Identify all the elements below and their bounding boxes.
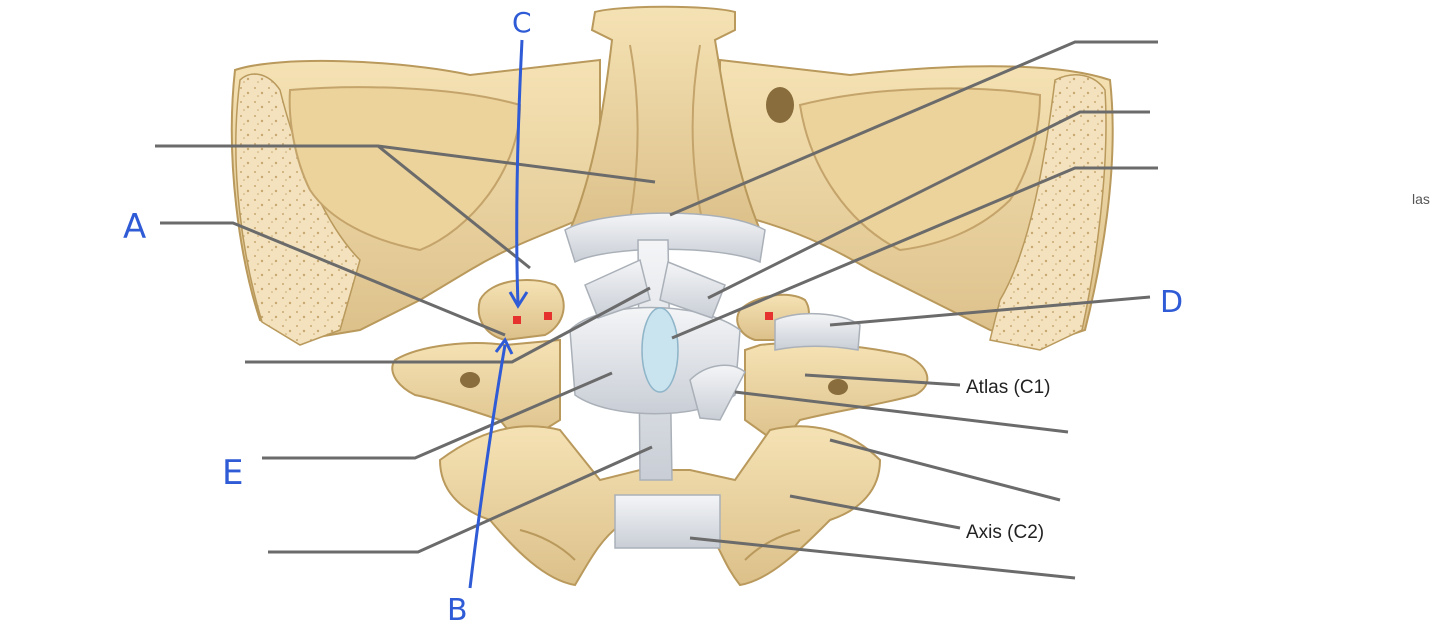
arrow-B bbox=[468, 344, 507, 589]
edge-text-fragment: las bbox=[1412, 191, 1430, 207]
leader-axis bbox=[789, 494, 961, 530]
occipital-right-cancellous bbox=[989, 74, 1107, 351]
atlanto-occipital-capsule-right bbox=[774, 312, 861, 351]
leader-right-6 bbox=[734, 390, 1069, 434]
transverse-foramen-left bbox=[460, 372, 480, 388]
condylar-foramen-right bbox=[766, 87, 794, 123]
handwritten-annotations: C A D E B bbox=[123, 6, 1183, 624]
leader-right-3 bbox=[671, 166, 1158, 340]
dens-odontoid bbox=[641, 307, 679, 393]
leader-left-mid bbox=[245, 286, 651, 364]
occipital-left-cancellous bbox=[235, 73, 361, 346]
label-atlas: Atlas (C1) bbox=[966, 377, 1050, 398]
axis-lower-facets bbox=[519, 529, 801, 561]
leader-right-2 bbox=[707, 110, 1150, 300]
transverse-foramen-right bbox=[828, 379, 848, 395]
label-axis: Axis (C2) bbox=[966, 522, 1044, 543]
marker-red-2 bbox=[544, 312, 552, 320]
clivus bbox=[568, 5, 762, 231]
leader-atlas bbox=[804, 373, 961, 387]
alar-ligament-right bbox=[659, 260, 726, 319]
leader-top-left bbox=[155, 144, 656, 270]
alar-ligament-left bbox=[584, 258, 651, 319]
leader-bottom-left bbox=[268, 445, 653, 554]
lateral-atlantoaxial-capsule-right bbox=[689, 364, 746, 421]
label-C: C bbox=[512, 6, 532, 39]
label-E: E bbox=[222, 453, 243, 493]
arrow-C-head bbox=[508, 291, 529, 309]
leader-E bbox=[262, 371, 613, 460]
c2-vertebral-body-lower bbox=[614, 494, 721, 549]
leader-A bbox=[160, 221, 506, 337]
leader-top-right bbox=[669, 40, 1158, 217]
leader-lines bbox=[155, 40, 1158, 580]
label-A: A bbox=[123, 207, 146, 247]
marker-red-1 bbox=[513, 316, 521, 324]
leader-right-7 bbox=[829, 438, 1061, 502]
leader-bottom-right bbox=[689, 536, 1076, 580]
arrow-C bbox=[515, 39, 524, 306]
marker-red-3 bbox=[765, 312, 773, 320]
arrow-B-head bbox=[494, 337, 514, 355]
atlas-c1 bbox=[391, 338, 561, 447]
tectorial-superior-band bbox=[564, 212, 766, 264]
label-D: D bbox=[1160, 285, 1183, 320]
leader-D bbox=[829, 295, 1151, 327]
label-B: B bbox=[447, 593, 468, 624]
